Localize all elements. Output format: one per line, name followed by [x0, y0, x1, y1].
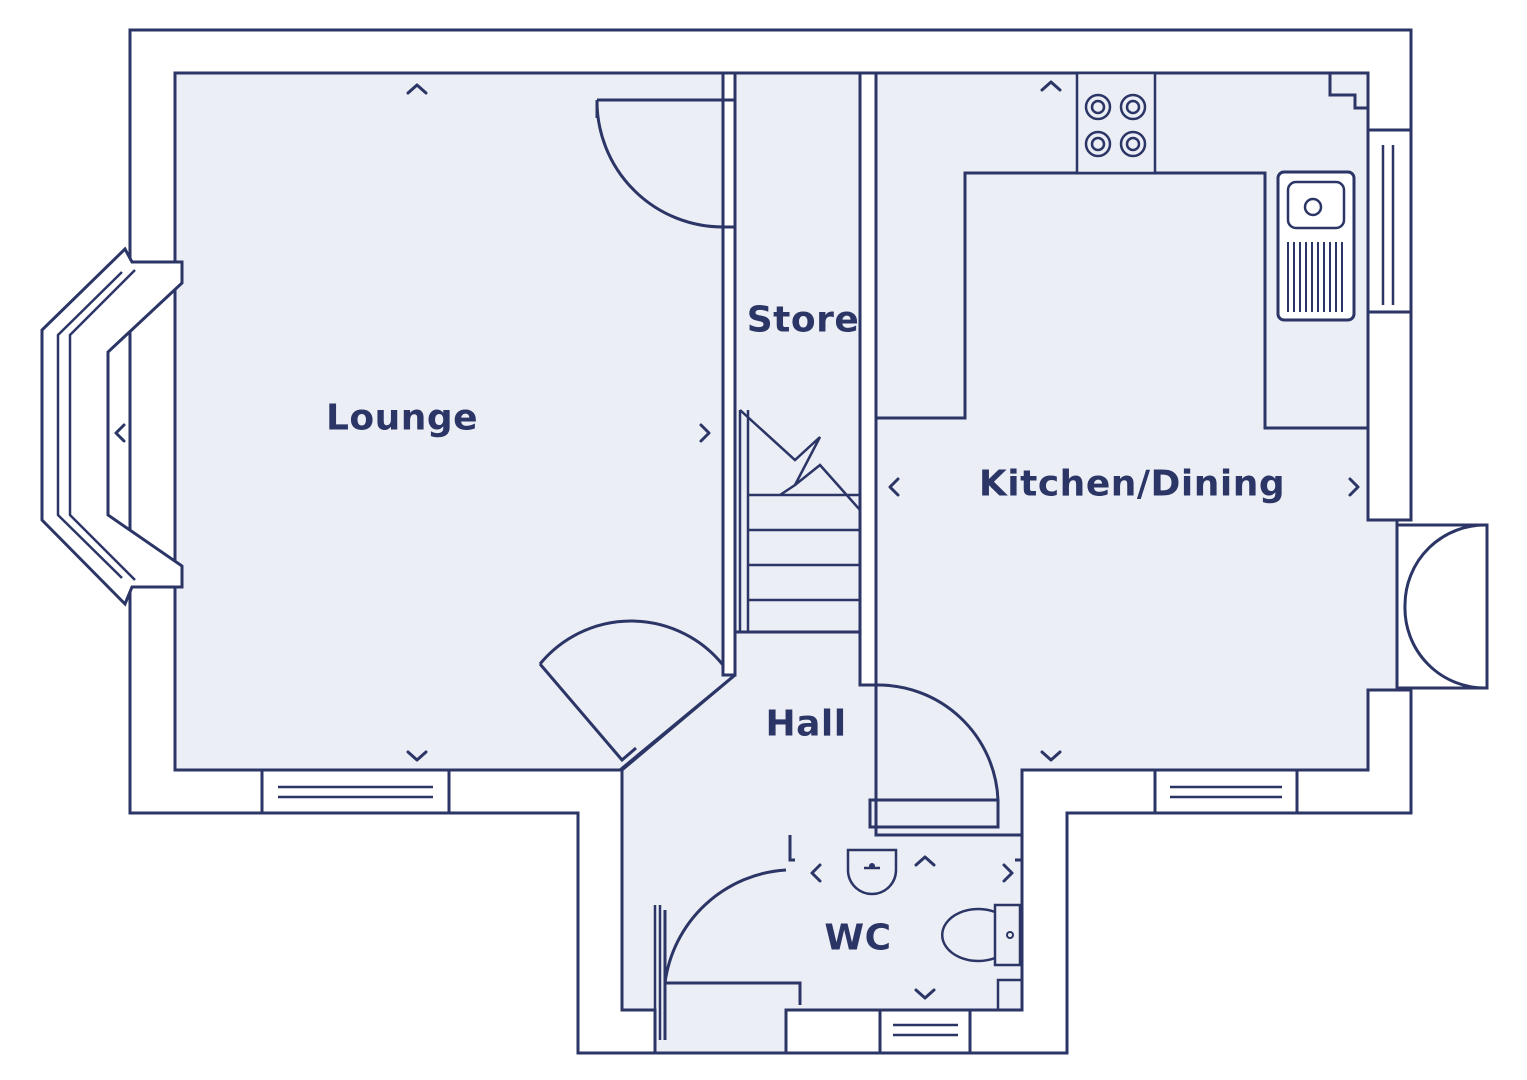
wc-cupboard [996, 978, 1024, 1012]
kitchen-door [868, 683, 1000, 829]
wc-door-frame [653, 905, 662, 1040]
room-label-store: Store [746, 299, 860, 341]
room-label-hall: Hall [765, 703, 847, 745]
wc-door [663, 868, 802, 1040]
bay-window-frame [40, 246, 184, 607]
wc-floor [795, 845, 1015, 1005]
lounge-front-window [260, 768, 451, 815]
chevron-up-icon [1040, 80, 1062, 92]
chevron-down-icon [914, 988, 936, 1000]
room-label-wc: WC [824, 917, 892, 959]
lounge-store-wall [721, 225, 737, 677]
chevron-right-icon [699, 423, 711, 443]
staircase [738, 409, 861, 634]
chevron-right-icon [1348, 477, 1360, 497]
french-doors [1397, 523, 1489, 690]
hob-rings [1084, 93, 1147, 158]
chevron-up-icon [406, 83, 428, 95]
chevron-right-icon [1002, 863, 1014, 883]
chevron-down-icon [406, 750, 428, 762]
wc-toilet [940, 903, 1022, 967]
sink-bowl [1286, 180, 1346, 230]
chevron-left-icon [810, 863, 822, 883]
chevron-left-icon [888, 477, 900, 497]
store-floor [733, 71, 862, 634]
store-wall-top [721, 71, 737, 102]
store-door [595, 98, 724, 229]
wc-window [878, 1008, 972, 1055]
dimension-markers [114, 80, 1360, 1000]
kitchen-front-window [1153, 768, 1299, 815]
room-label-lounge: Lounge [325, 397, 479, 439]
bay-window-glass [56, 269, 136, 581]
chevron-up-icon [914, 855, 936, 867]
sink-drain [1303, 197, 1323, 217]
chevron-down-icon [1040, 750, 1062, 762]
corner-cupboard [1328, 71, 1370, 110]
kitchen-side-window-glass [1381, 145, 1395, 305]
chevron-left-icon [114, 423, 126, 443]
lounge-door [538, 619, 725, 763]
store-wall-right [858, 71, 878, 687]
room-label-kitchen: Kitchen/Dining [978, 463, 1286, 505]
hob [1075, 71, 1157, 175]
kitchen-side-window [1366, 128, 1413, 314]
sink-drainer [1287, 242, 1343, 312]
